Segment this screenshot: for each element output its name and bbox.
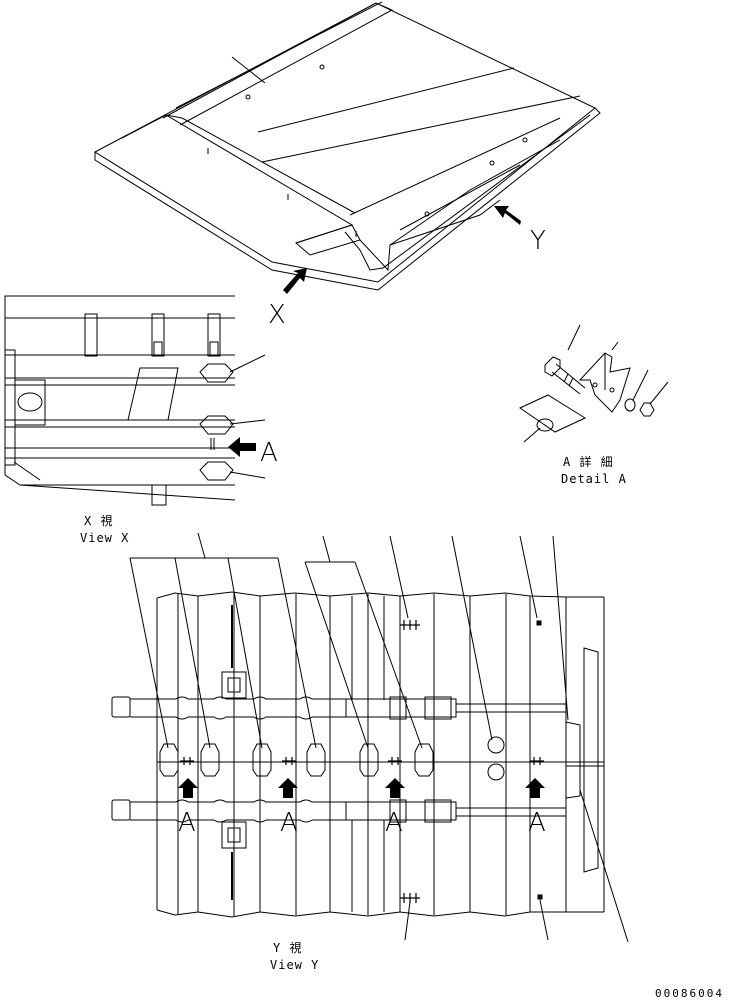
guard-rear-edge [162, 2, 394, 126]
view-x-hex [199, 363, 234, 383]
guard-side-bracket-3 [389, 199, 501, 246]
view-x-drawing [4, 295, 266, 506]
view-y-leaders [129, 532, 629, 943]
leader-line [229, 354, 266, 373]
view-x-hex [199, 461, 234, 481]
view-y-title-en: View Y [270, 958, 320, 972]
view-y-top-edge [156, 591, 604, 599]
view-y-title-jp: Y 視 [273, 941, 303, 955]
detail-a-spacer [536, 418, 554, 432]
guard-fold-line-3 [349, 117, 561, 216]
guard-side-bracket [344, 114, 591, 271]
view-x-hole [17, 392, 43, 412]
view-y-link [227, 827, 241, 843]
view-x-bracket [209, 341, 219, 357]
view-y-a-label-2: A [280, 808, 298, 838]
guard-front-lip [94, 107, 601, 291]
drawing-number: 00086004 [655, 987, 724, 1000]
detail-a-hole [609, 387, 615, 393]
view-a-marker: A [260, 438, 278, 468]
view-x-outline [4, 295, 236, 501]
guard-fold-line-1 [257, 67, 515, 133]
isometric-guard-view [93, 1, 601, 294]
leader-line [567, 324, 581, 351]
detail-a-bolt [544, 356, 586, 395]
view-x-foot [151, 484, 167, 506]
view-y-drawing [111, 532, 629, 943]
view-y-endcap-2 [565, 721, 581, 799]
view-y-rail-bottom [111, 799, 566, 823]
view-x-title-jp: X 視 [84, 514, 114, 528]
leader-line [649, 381, 669, 405]
view-y-a-label-3: A [385, 808, 403, 838]
guard-rear-edge-line [175, 1, 383, 109]
view-y-pin [537, 894, 543, 900]
detail-a-title-jp: A 詳 細 [563, 455, 614, 469]
leader-line [229, 419, 266, 425]
leader-line [231, 56, 266, 84]
view-y-link [227, 677, 241, 693]
view-y-arrow [494, 206, 521, 225]
view-y-rail-top [111, 696, 566, 720]
guard-fold-line-2 [261, 95, 581, 163]
detail-a-bracket [578, 352, 631, 413]
view-y-link [221, 671, 247, 699]
view-x-hex [199, 415, 234, 435]
detail-a-drawing [518, 324, 669, 443]
view-x-plate [127, 367, 179, 421]
detail-a-title-en: Detail A [561, 472, 627, 486]
guard-bolt-hole [245, 94, 251, 100]
view-y-bolt-symbols [180, 620, 544, 903]
view-x-bracket [84, 313, 98, 357]
view-y-a-arrows [178, 778, 545, 798]
view-x-arrow [283, 268, 307, 294]
view-x-title-en: View X [80, 531, 130, 545]
view-x-line [13, 461, 41, 481]
view-y-bottom-edge [156, 909, 604, 918]
view-y-link [221, 821, 247, 849]
detail-a-plate [518, 394, 587, 433]
guard-bolt-hole [489, 160, 495, 166]
detail-a-washer [624, 398, 636, 412]
view-y-a-label-1: A [178, 808, 196, 838]
guard-plate-outline [93, 2, 596, 283]
guard-bolt-hole [522, 137, 528, 143]
view-y-bolt-head [487, 736, 505, 754]
guard-bolt-hole [424, 211, 430, 217]
view-y-bolt-head [487, 763, 505, 781]
leader-line [229, 471, 266, 479]
leader-line [611, 341, 619, 351]
view-y-a-label-4: A [528, 808, 546, 838]
leader-line [523, 427, 541, 443]
view-y-marker: Y [530, 226, 546, 256]
leader-line [632, 369, 649, 401]
guard-inner-frame-2 [165, 114, 356, 214]
guard-bolt-hole [319, 64, 325, 70]
view-x-endcap-2 [14, 379, 46, 426]
guard-inner-frame [121, 114, 354, 244]
view-y-ribs [177, 592, 531, 916]
guard-brace [399, 164, 521, 231]
view-a-arrow [228, 437, 256, 457]
detail-a-nut [639, 402, 655, 417]
view-y-endcap [583, 647, 599, 873]
detail-a-hole [592, 382, 598, 388]
view-y-pin [536, 620, 542, 626]
view-x-marker: X [268, 300, 286, 330]
guard-nose [294, 224, 361, 256]
view-x-bracket [153, 341, 163, 357]
